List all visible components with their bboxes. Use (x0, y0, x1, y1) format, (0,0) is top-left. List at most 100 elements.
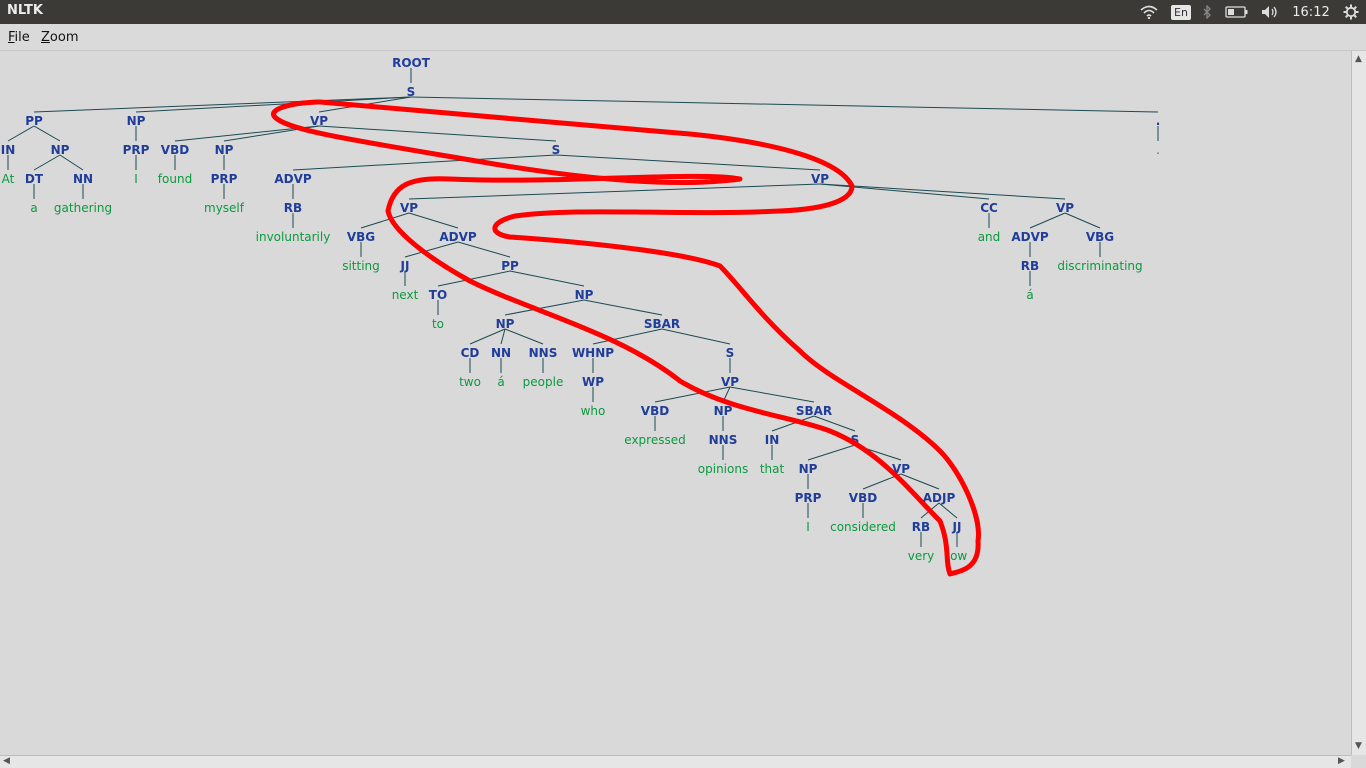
tree-node-label[interactable]: PRP (795, 491, 822, 505)
tree-node-label[interactable]: ADVP (439, 230, 477, 244)
wifi-icon[interactable] (1138, 0, 1160, 24)
menu-zoom[interactable]: Zoom (41, 30, 79, 45)
tree-leaf-word[interactable]: I (806, 520, 810, 534)
tree-node-label[interactable]: NP (714, 404, 733, 418)
tree-edge (410, 96, 1159, 113)
tree-node-label[interactable]: ROOT (392, 56, 431, 70)
tree-edge (469, 328, 506, 345)
tree-leaf-word[interactable]: very (908, 549, 935, 563)
tree-node-label[interactable]: RB (912, 520, 930, 534)
tree-node-label[interactable]: PRP (211, 172, 238, 186)
tree-leaf-word[interactable]: At (2, 172, 15, 186)
battery-icon[interactable] (1223, 0, 1251, 24)
tree-leaf-word[interactable]: to (432, 317, 444, 331)
tree-node-label[interactable]: VP (892, 462, 910, 476)
tree-node-label[interactable]: VP (811, 172, 829, 186)
tree-node-label[interactable]: VBD (161, 143, 189, 157)
keyboard-layout-indicator[interactable]: En (1170, 0, 1192, 24)
tree-leaf-word[interactable]: that (760, 462, 785, 476)
tree-node-label[interactable]: CD (461, 346, 480, 360)
tree-leaf-word[interactable]: involuntarily (256, 230, 331, 244)
tree-node-label[interactable]: RB (1021, 259, 1039, 273)
tree-node-label[interactable]: VP (400, 201, 418, 215)
tree-node-label[interactable]: CC (980, 201, 998, 215)
tree-node-label[interactable]: PP (25, 114, 43, 128)
tree-leaf-word[interactable]: á (497, 375, 504, 389)
tree-node-label[interactable]: S (552, 143, 561, 157)
vertical-scrollbar[interactable]: ▲ ▼ (1351, 51, 1366, 755)
tree-node-label[interactable]: NNS (529, 346, 558, 360)
bluetooth-icon[interactable] (1199, 0, 1215, 24)
horizontal-scrollbar[interactable]: ◀ ▶ (0, 755, 1351, 768)
clock[interactable]: 16:12 (1292, 4, 1330, 20)
tree-node-label[interactable]: TO (429, 288, 447, 302)
tree-node-label[interactable]: . (1156, 114, 1161, 128)
tree-node-label[interactable]: ADJP (923, 491, 956, 505)
tree-node-label[interactable]: IN (1, 143, 16, 157)
system-gear-icon[interactable] (1340, 0, 1362, 24)
tree-leaf-word[interactable]: myself (204, 201, 245, 215)
scroll-right-icon[interactable]: ▶ (1338, 756, 1345, 766)
tree-node-label[interactable]: NP (496, 317, 515, 331)
tree-leaf-word[interactable]: low (947, 549, 968, 563)
tree-leaf-word[interactable]: who (581, 404, 606, 418)
tree-leaf-word[interactable]: considered (830, 520, 896, 534)
tree-node-label[interactable]: S (407, 85, 416, 99)
tree-node-label[interactable]: NP (799, 462, 818, 476)
tree-node-label[interactable]: VP (721, 375, 739, 389)
tree-leaf-word[interactable]: and (978, 230, 1001, 244)
tree-node-label[interactable]: SBAR (644, 317, 680, 331)
tree-edge (729, 386, 815, 403)
tree-node-label[interactable]: PRP (123, 143, 150, 157)
menu-file[interactable]: File (8, 30, 30, 45)
tree-leaf-word[interactable]: gathering (54, 201, 112, 215)
scroll-left-icon[interactable]: ◀ (3, 756, 10, 766)
tree-node-label[interactable]: DT (25, 172, 44, 186)
tree-node-label[interactable]: VP (1056, 201, 1074, 215)
tree-node-label[interactable]: SBAR (796, 404, 832, 418)
tree-leaf-word[interactable]: á (1026, 288, 1033, 302)
tree-node-label[interactable]: NNS (709, 433, 738, 447)
tree-node-label[interactable]: PP (501, 259, 519, 273)
tree-leaf-word[interactable]: sitting (342, 259, 380, 273)
tree-node-label[interactable]: NP (215, 143, 234, 157)
tree-node-label[interactable]: VP (310, 114, 328, 128)
tree-node-label[interactable]: JJ (400, 259, 410, 273)
tree-leaf-word[interactable]: found (158, 172, 192, 186)
tree-node-label[interactable]: NP (575, 288, 594, 302)
scroll-up-icon[interactable]: ▲ (1355, 54, 1362, 64)
tree-leaf-word[interactable]: discriminating (1057, 259, 1142, 273)
tree-leaf-word[interactable]: next (392, 288, 419, 302)
tree-leaf-word[interactable]: two (459, 375, 481, 389)
tree-node-label[interactable]: WP (582, 375, 604, 389)
tree-node-label[interactable]: VBD (641, 404, 669, 418)
tree-node-label[interactable]: IN (765, 433, 780, 447)
tree-edge (33, 125, 61, 142)
tree-leaf-word[interactable]: people (523, 375, 564, 389)
tree-leaf-word[interactable]: I (134, 172, 138, 186)
tree-node-label[interactable]: NN (73, 172, 93, 186)
tree-node-label[interactable]: NP (127, 114, 146, 128)
tree-edge (457, 241, 511, 258)
tree-node-label[interactable]: JJ (952, 520, 962, 534)
tree-node-label[interactable]: RB (284, 201, 302, 215)
tree-node-label[interactable]: ADVP (274, 172, 312, 186)
tree-leaf-word[interactable]: a (30, 201, 37, 215)
volume-icon[interactable] (1259, 0, 1283, 24)
tree-leaf-word[interactable]: expressed (624, 433, 685, 447)
tree-leaf-word[interactable]: opinions (698, 462, 748, 476)
tree-node-label[interactable]: VBD (849, 491, 877, 505)
tree-edge (404, 241, 459, 258)
tree-node-label[interactable]: NP (51, 143, 70, 157)
tree-node-label[interactable]: S (726, 346, 735, 360)
tree-node-label[interactable]: ADVP (1011, 230, 1049, 244)
scroll-down-icon[interactable]: ▼ (1355, 741, 1362, 751)
tree-node-label[interactable]: WHNP (572, 346, 614, 360)
tree-leaf-word[interactable]: . (1156, 143, 1160, 157)
tree-node-label[interactable]: S (851, 433, 860, 447)
top-panel: NLTK En 16:12 (0, 0, 1366, 24)
tree-node-label[interactable]: NN (491, 346, 511, 360)
tree-node-label[interactable]: VBG (347, 230, 375, 244)
tree-node-label[interactable]: VBG (1086, 230, 1114, 244)
